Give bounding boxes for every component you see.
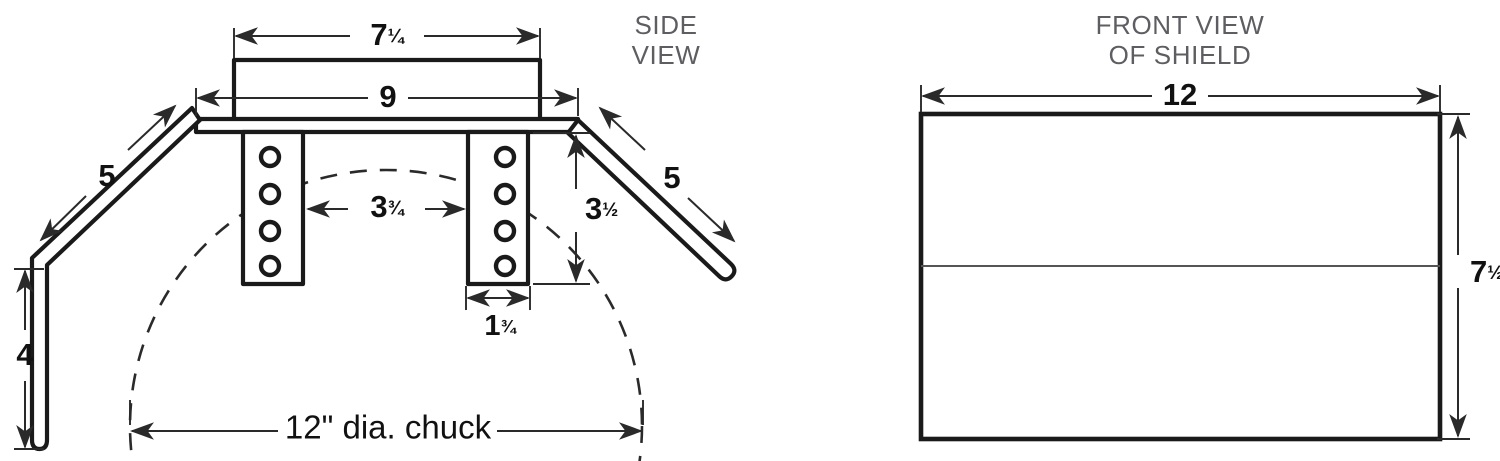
dimension-top-plate-width: 7¼	[233, 17, 541, 58]
side-view-title: SIDE VIEW	[632, 10, 701, 70]
dimension-cross-bar-width: 9	[195, 79, 579, 116]
left-bracket	[240, 129, 306, 287]
front-view-group: FRONT VIEW OF SHIELD 12	[918, 10, 1500, 442]
dimension-bracket-height: 3½	[533, 132, 618, 285]
dimension-bracket-width: 1¾	[465, 286, 531, 342]
left-bracket-hole-1	[258, 145, 282, 169]
right-bracket-hole-3	[493, 219, 517, 243]
side-view-group: SIDE VIEW	[14, 10, 737, 461]
right-bracket-hole-4	[493, 254, 517, 278]
dimension-label-bracket-height: 3½	[585, 191, 618, 226]
dimension-right-arm-length: 5	[598, 106, 736, 243]
dimension-shield-width: 12	[920, 77, 1441, 112]
right-bracket-hole-2	[493, 182, 517, 206]
dimension-label-chuck-diameter: 12" dia. chuck	[285, 409, 492, 446]
dimension-label-top-plate-width: 7¼	[370, 17, 405, 52]
dimension-chuck-diameter: 12" dia. chuck	[129, 400, 644, 446]
dimension-left-arm-length: 5	[39, 104, 177, 242]
left-arm-and-leg	[29, 105, 203, 452]
right-bracket-body	[465, 129, 531, 287]
shield-face-rect	[918, 111, 1443, 442]
dimension-left-leg-height: 4	[14, 268, 44, 450]
dimension-bracket-gap: 3¾	[306, 189, 466, 224]
left-bracket-hole-3	[258, 219, 282, 243]
front-view-title-line2: OF SHIELD	[1109, 40, 1252, 70]
dimension-label-left-leg-height: 4	[16, 337, 34, 372]
dimension-label-shield-width: 12	[1163, 77, 1197, 112]
dimension-label-shield-height: 7½	[1470, 254, 1500, 289]
right-bracket	[465, 129, 531, 287]
dimension-shield-height: 7½	[1437, 113, 1500, 440]
side-view-title-line1: SIDE	[634, 10, 697, 40]
right-arm	[565, 117, 737, 282]
dimension-label-bracket-gap: 3¾	[370, 189, 405, 224]
dimension-label-left-arm-length: 5	[98, 158, 115, 193]
left-bracket-hole-4	[258, 254, 282, 278]
right-bracket-hole-1	[493, 145, 517, 169]
left-bracket-body	[240, 129, 306, 287]
side-view-title-line2: VIEW	[632, 40, 701, 70]
front-view-title: FRONT VIEW OF SHIELD	[1096, 10, 1265, 70]
left-bracket-hole-2	[258, 182, 282, 206]
front-view-title-line1: FRONT VIEW	[1096, 10, 1265, 40]
dimension-label-cross-bar-width: 9	[379, 79, 396, 114]
dimension-label-bracket-width: 1¾	[484, 310, 517, 342]
dimension-label-right-arm-length: 5	[663, 160, 680, 195]
